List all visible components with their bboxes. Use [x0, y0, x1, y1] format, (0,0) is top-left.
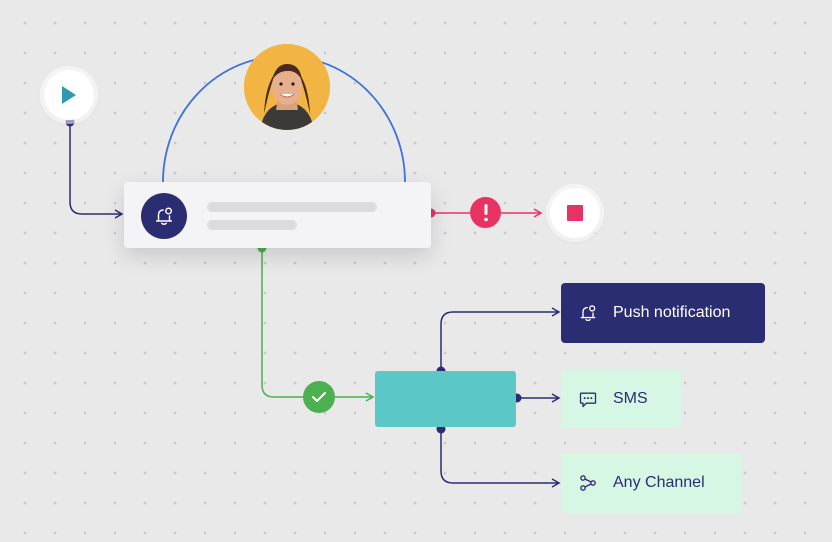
error-badge: [470, 197, 501, 228]
check-icon: [312, 392, 326, 402]
start-node[interactable]: [44, 70, 94, 120]
channel-push-notification[interactable]: Push notification: [561, 283, 765, 343]
bell-icon: [155, 207, 173, 225]
stop-icon: [567, 205, 583, 221]
play-icon: [62, 86, 76, 104]
trigger-card[interactable]: [124, 182, 431, 248]
success-check-badge: [303, 381, 335, 413]
channel-label: Any Channel: [613, 474, 705, 491]
exclamation-icon: [483, 203, 488, 221]
placeholder-title-bar: [207, 202, 377, 212]
stop-node[interactable]: [550, 188, 600, 238]
bell-icon: [577, 302, 599, 324]
channel-label: SMS: [613, 389, 648, 407]
start-to-trigger-line: [69, 122, 124, 219]
person-portrait-icon: [244, 44, 330, 130]
chat-bubble-icon: [577, 388, 599, 410]
trigger-to-check-line: [261, 248, 303, 398]
channel-router-block[interactable]: [375, 371, 516, 427]
trigger-icon-badge: [141, 193, 187, 239]
router-to-any-line: [440, 429, 561, 488]
channel-sms[interactable]: SMS: [561, 369, 681, 428]
channel-label: Push notification: [613, 304, 731, 321]
router-to-push-line: [440, 307, 561, 371]
placeholder-subtitle-bar: [207, 220, 297, 230]
share-nodes-icon: [577, 472, 599, 494]
avatar: [244, 44, 330, 130]
channel-any[interactable]: Any Channel: [561, 453, 741, 513]
